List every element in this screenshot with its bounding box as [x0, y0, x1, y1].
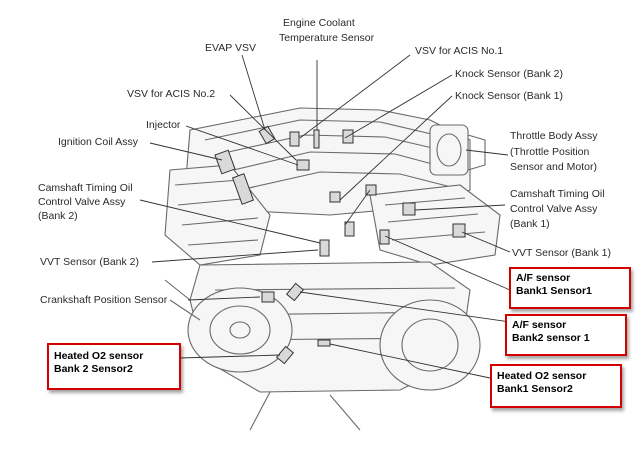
crank-sensor-label: Crankshaft Position Sensor — [40, 294, 168, 306]
vvt-bank1-label: VVT Sensor (Bank 1) — [512, 247, 612, 259]
ho2-b1s2-line1: Heated O2 sensor — [497, 370, 587, 382]
throttle-body-label-line3: Sensor and Motor) — [510, 161, 597, 173]
cam-ocv-bank1-label-line2: Control Valve Assy — [510, 203, 598, 215]
af-b1s1-line2: Bank1 Sensor1 — [516, 285, 592, 297]
injector-label: Injector — [146, 119, 181, 131]
ho2-b2s2-line1: Heated O2 sensor — [54, 350, 144, 362]
af-sensor-bank1-sensor1-box: A/F sensor Bank1 Sensor1 — [509, 267, 631, 309]
cam-ocv-bank2-label-line1: Camshaft Timing Oil — [38, 182, 133, 194]
ho2-b2s2-line2: Bank 2 Sensor2 — [54, 363, 133, 375]
ect-sensor-label-line2: Temperature Sensor — [279, 32, 375, 44]
knock-bank1-label: Knock Sensor (Bank 1) — [455, 90, 563, 102]
knock-bank2-label: Knock Sensor (Bank 2) — [455, 68, 563, 80]
evap-vsv-label: EVAP VSV — [205, 42, 256, 54]
heated-o2-bank2-sensor2-box: Heated O2 sensor Bank 2 Sensor2 — [47, 343, 181, 390]
ignition-coil-label: Ignition Coil Assy — [58, 136, 138, 148]
leader-lines — [139, 54, 511, 379]
ho2-b1s2-line2: Bank1 Sensor2 — [497, 383, 573, 395]
cam-ocv-bank2-label-line2: Control Valve Assy — [38, 196, 126, 208]
ect-sensor-label-line1: Engine Coolant — [283, 17, 355, 29]
cam-ocv-bank1-label-line1: Camshaft Timing Oil — [510, 188, 605, 200]
af-b2s1-line2: Bank2 sensor 1 — [512, 332, 590, 344]
af-sensor-bank2-sensor1-box: A/F sensor Bank2 sensor 1 — [505, 314, 627, 356]
vsv-acis1-label: VSV for ACIS No.1 — [415, 45, 504, 57]
cam-ocv-bank2-label-line3: (Bank 2) — [38, 210, 78, 222]
throttle-body-label-line1: Throttle Body Assy — [510, 130, 598, 142]
heated-o2-bank1-sensor2-box: Heated O2 sensor Bank1 Sensor2 — [490, 364, 622, 408]
throttle-body-label-line2: (Throttle Position — [510, 146, 590, 158]
af-b2s1-line1: A/F sensor — [512, 319, 567, 331]
vvt-bank2-label: VVT Sensor (Bank 2) — [40, 256, 140, 268]
cam-ocv-bank1-label-line3: (Bank 1) — [510, 218, 550, 230]
vsv-acis2-label: VSV for ACIS No.2 — [127, 88, 216, 100]
af-b1s1-line1: A/F sensor — [516, 272, 571, 284]
